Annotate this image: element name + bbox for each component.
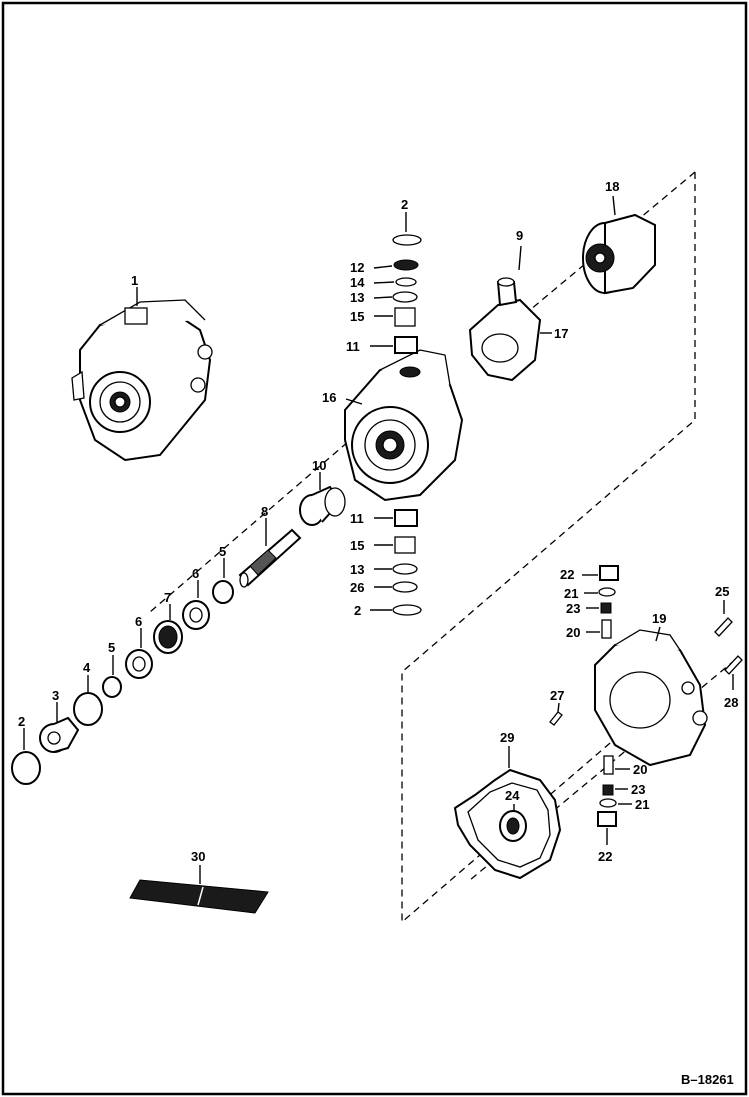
washer-part-6a-inner [189,607,203,623]
callout-5-upper: 5 [219,544,226,559]
callout-2-left: 2 [18,714,25,729]
callout-4: 4 [83,660,91,675]
snap-ring-part-5a [212,580,234,604]
callout-2-mid: 2 [354,603,361,618]
stud-part-28 [724,655,743,675]
end-cap-part [594,629,708,767]
callout-17: 17 [554,326,568,341]
callout-11-upper: 11 [346,339,360,354]
callout-18: 18 [605,179,619,194]
bearing-part-10 [299,485,346,526]
poppet-part-20b [603,755,614,775]
callout-20-lower: 20 [633,762,647,777]
callout-22-lower: 22 [598,849,612,864]
o-ring-part-21a [598,587,616,597]
callout-15-upper: 15 [350,309,364,324]
plug-part-22b [597,811,617,827]
leader-16 [345,398,363,405]
callout-13-lower: 13 [350,562,364,577]
callout-14: 14 [350,275,365,290]
pump-housing-part [344,349,464,502]
spring-part-23b [602,784,614,796]
plug-part-22a [599,565,619,581]
washer-part-6b-inner [132,656,146,672]
callout-7: 7 [164,590,171,605]
spring-part-23a [600,602,612,614]
bearing-part-3 [39,716,80,753]
poppet-part-20a [601,619,612,639]
callout-23-upper: 23 [566,601,580,616]
leader-18 [612,195,616,216]
decal-part [129,879,269,914]
callout-10: 10 [312,458,326,473]
rotating-group-part [582,213,656,295]
callout-27: 27 [550,688,564,703]
leader-12 [373,265,393,269]
leader-19 [655,626,661,642]
callout-8: 8 [261,504,268,519]
snap-ring-part-5b [102,676,122,698]
callout-23-lower: 23 [631,782,645,797]
callout-30: 30 [191,849,205,864]
leader-14 [373,281,395,284]
drive-shaft-part [238,528,302,588]
upper-seal-stack [392,234,422,354]
callout-6-lower: 6 [135,614,142,629]
bushing-part-24-inner [506,817,520,835]
figure-id: B–18261 [681,1072,734,1087]
leader-13 [373,296,393,299]
callout-21-upper: 21 [564,586,578,601]
callout-1: 1 [131,273,138,288]
callout-29: 29 [500,730,514,745]
callout-15-lower: 15 [350,538,364,553]
seal-ring-part-4 [73,692,103,726]
callout-26: 26 [350,580,364,595]
callout-24: 24 [505,788,520,803]
callout-28: 28 [724,695,738,710]
callout-3: 3 [52,688,59,703]
callout-21-lower: 21 [635,797,649,812]
retaining-ring-part-2a [11,751,41,785]
callout-19: 19 [652,611,666,626]
swashplate-part [468,277,542,382]
pin-part-27 [549,711,563,726]
callout-22-upper: 22 [560,567,574,582]
callout-11-lower: 11 [350,511,364,526]
o-ring-part-21b [599,798,617,808]
assembly-dashed-axis-3 [469,659,736,881]
callout-12: 12 [350,260,364,275]
pump-assembly-part [71,299,213,462]
callout-20-upper: 20 [566,625,580,640]
callout-2-top: 2 [401,197,408,212]
callout-16: 16 [322,390,336,405]
leader-9 [518,245,522,271]
callout-9: 9 [516,228,523,243]
needle-bearing-part-7-rollers [158,625,178,649]
lower-seal-stack [392,509,422,616]
callout-25: 25 [715,584,729,599]
leader-27 [557,702,560,713]
callout-6-upper: 6 [192,566,199,581]
callout-5-lower: 5 [108,640,115,655]
stud-part-25 [714,617,733,637]
callout-13-upper: 13 [350,290,364,305]
